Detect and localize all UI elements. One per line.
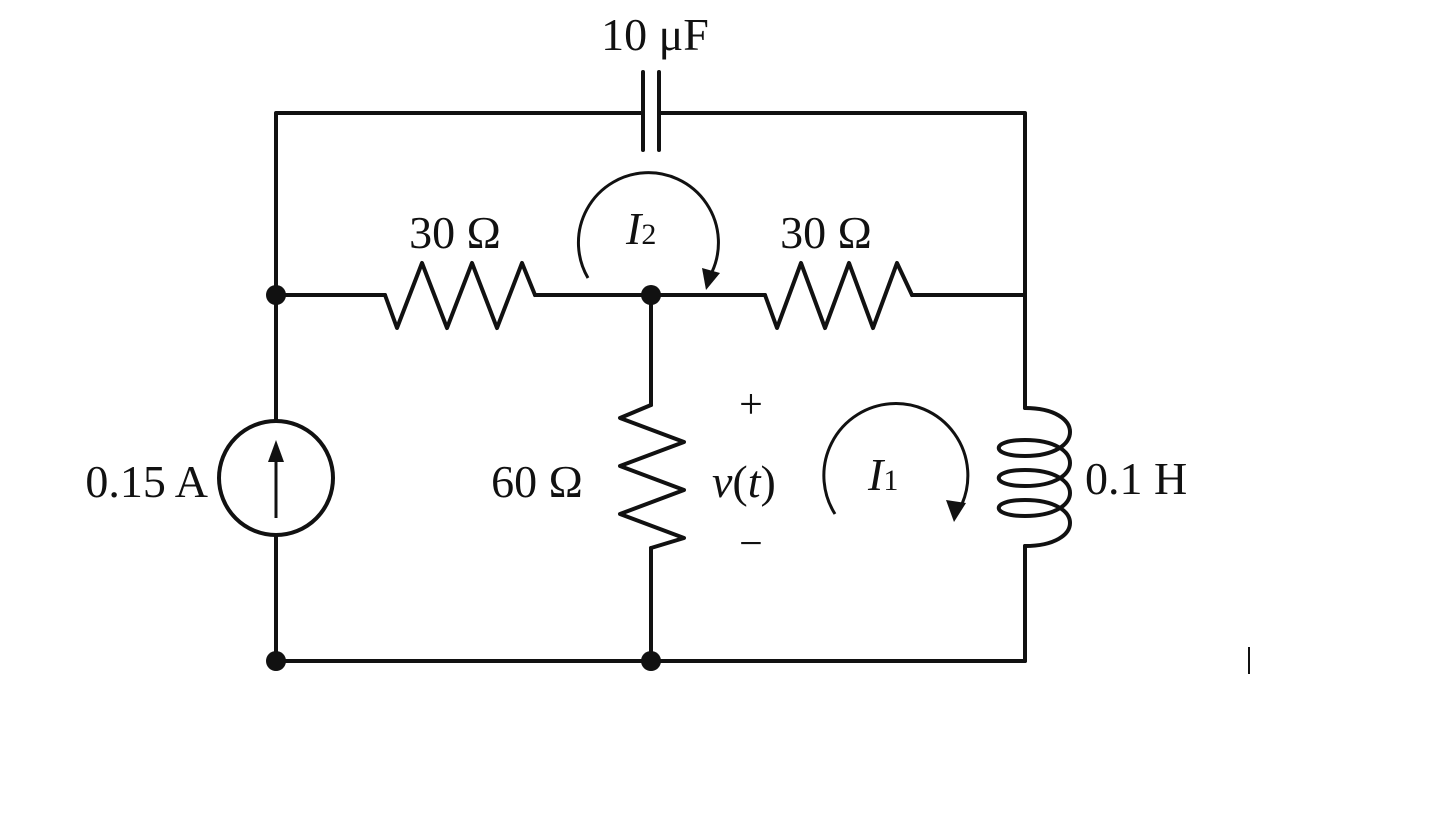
voltage-close-paren: )	[761, 456, 776, 507]
inductor-symbol	[996, 406, 1072, 548]
resistor-top-left-label: 30 Ω	[409, 207, 501, 258]
resistor-top-right-symbol	[763, 261, 914, 330]
inductor-coil	[996, 406, 1072, 548]
nodes	[266, 285, 661, 671]
current-source-label: 0.15 A	[85, 456, 208, 507]
capacitor-symbol	[641, 70, 661, 152]
current-source-symbol	[217, 419, 335, 537]
loop-i1-arc	[822, 402, 970, 515]
node-left-bottom	[266, 651, 286, 671]
loop-i1-symbol: I	[867, 449, 886, 500]
voltage-v: v	[712, 456, 733, 507]
voltage-t: t	[748, 456, 762, 507]
wires	[274, 111, 1027, 663]
capacitor-label: 10 μF	[601, 9, 709, 60]
voltage-open-paren: (	[732, 456, 747, 507]
node-center-middle	[641, 285, 661, 305]
loop-i1-label: I1	[867, 449, 898, 500]
loop-i1-subscript: 1	[883, 464, 898, 497]
node-center-bottom	[641, 651, 661, 671]
current-source-circle	[217, 419, 335, 537]
resistor-middle-label: 60 Ω	[491, 456, 583, 507]
top-wire-right	[657, 111, 1027, 410]
resistor-middle-symbol	[618, 403, 686, 550]
loop-i2-subscript: 2	[641, 218, 656, 251]
loop-i2-arc	[576, 171, 720, 279]
current-source-arrow-head	[268, 440, 284, 462]
loop-i2-label: I2	[625, 203, 656, 254]
loop-i2-symbol: I	[625, 203, 644, 254]
loop-i1-arrowhead	[946, 500, 966, 522]
top-wire-left	[274, 111, 645, 297]
loop-i2-arrowhead	[702, 268, 720, 290]
voltage-plus-sign: +	[739, 382, 763, 428]
loop-i1-arrow	[822, 402, 970, 522]
inductor-label: 0.1 H	[1085, 453, 1187, 504]
resistor-top-right-label: 30 Ω	[780, 207, 872, 258]
node-left-middle	[266, 285, 286, 305]
resistor-top-left-symbol	[383, 261, 537, 330]
voltage-minus-sign: −	[739, 521, 763, 567]
voltage-label: v(t)	[712, 456, 776, 507]
loop-i2-arrow	[576, 171, 720, 290]
